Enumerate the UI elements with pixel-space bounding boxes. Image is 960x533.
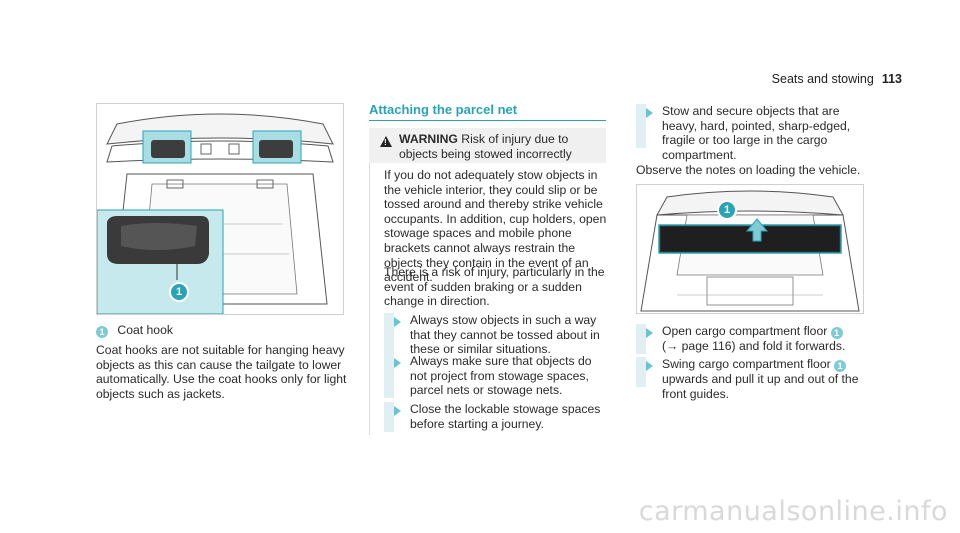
coat-hook-figure: 1: [96, 103, 344, 315]
step-badge: 1: [834, 360, 847, 372]
warning-step-2: Always make sure that objects do not pro…: [384, 354, 610, 398]
cargo-floor-figure: 1: [636, 184, 864, 314]
loading-note: Observe the notes on loading the vehicle…: [636, 163, 861, 177]
step-arrow-icon: [394, 358, 401, 368]
tailgate-illustration: [97, 113, 334, 314]
open-floor-step: Open cargo compartment floor 1 (→ page 1…: [636, 324, 866, 354]
step-arrow-icon: [646, 108, 653, 118]
caption-label: Coat hook: [117, 323, 173, 337]
coat-hook-description: Coat hooks are not suitable for hanging …: [96, 343, 347, 401]
cargo-illustration: [640, 190, 860, 312]
warning-icon: [380, 136, 392, 147]
step-badge: 1: [830, 327, 843, 339]
warning-header: ! WARNING Risk of injury due to objects …: [369, 128, 606, 163]
watermark: carmanualsonline.info: [638, 496, 948, 527]
swing-floor-step: Swing cargo compartment floor 1 upwards …: [636, 357, 866, 401]
warning-headline: Risk of injury due to objects being stow…: [399, 132, 572, 161]
section-title: Attaching the parcel net: [369, 102, 518, 117]
section-rule: [369, 120, 606, 121]
figure-marker-1: 1: [169, 282, 189, 302]
page-header: Seats and stowing 113: [772, 72, 902, 86]
middle-rule: [369, 163, 370, 435]
page-number: 113: [881, 72, 902, 86]
warning-paragraph-1: If you do not adequately stow objects in…: [384, 168, 607, 285]
step-arrow-icon: [646, 328, 653, 338]
stow-step: Stow and secure objects that are heavy, …: [636, 104, 866, 162]
step-arrow-icon: [394, 406, 401, 416]
coat-hook-caption: 1 Coat hook: [96, 323, 356, 338]
figure-marker-1: 1: [717, 200, 737, 220]
warning-label: WARNING: [399, 132, 458, 146]
warning-step-3: Close the lockable stowage spaces before…: [384, 402, 610, 432]
warning-paragraph-2: There is a risk of injury, particularly …: [384, 265, 605, 309]
caption-badge: 1: [96, 326, 108, 338]
warning-step-1: Always stow objects in such a way that t…: [384, 313, 610, 357]
section-name: Seats and stowing: [771, 72, 874, 86]
step-arrow-icon: [646, 361, 653, 371]
step-arrow-icon: [394, 317, 401, 327]
